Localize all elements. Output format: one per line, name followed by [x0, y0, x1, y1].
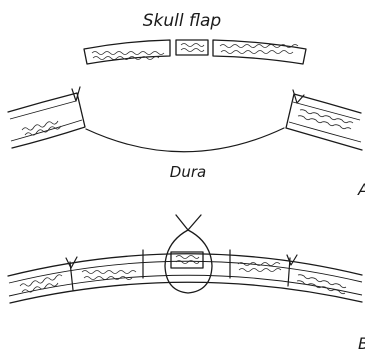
right-bone-edge-a [286, 90, 362, 150]
part-b-letter: B [358, 334, 365, 353]
part-a-letter: A [357, 180, 365, 199]
dura-line [86, 128, 284, 152]
dura-label: Dura [170, 163, 206, 181]
skull-flap-label: Skull flap [143, 11, 222, 31]
left-bone-edge-a [8, 87, 85, 148]
part-a: Skull flap [8, 11, 365, 199]
flap-piece-left [84, 40, 170, 64]
part-b: B [8, 215, 365, 353]
bone-segments [20, 263, 346, 294]
flap-piece-right [213, 40, 306, 64]
skull-outer-line [8, 254, 362, 276]
skull-flap-pieces [84, 40, 306, 64]
flap-piece-middle [176, 40, 208, 55]
